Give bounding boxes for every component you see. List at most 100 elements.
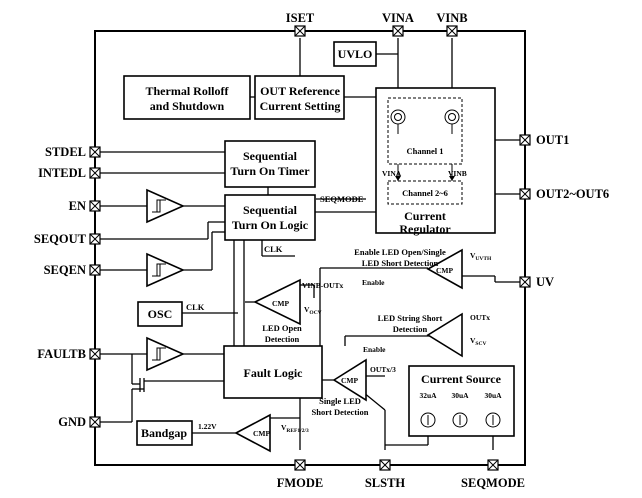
timer-block — [224, 140, 316, 188]
open-comparator — [253, 278, 301, 326]
timer-label-2: Turn On Timer — [230, 164, 310, 178]
pin-faultb: FAULTB — [37, 347, 86, 361]
regulator-label-2: Regulator — [399, 222, 451, 236]
pin-marker-icon — [392, 25, 404, 37]
pin-vinb: VINB — [436, 11, 467, 25]
vref-label: VREF1/2/3 — [281, 423, 309, 434]
wiring — [100, 38, 520, 450]
current-1: 32uA — [419, 391, 437, 400]
pin-marker-icon — [89, 264, 101, 276]
pin-out1: OUT1 — [536, 133, 569, 147]
string-short-comparator — [426, 312, 463, 358]
fmode-cmp-label: CMP — [253, 429, 270, 438]
clk-signal-osc: CLK — [186, 302, 205, 312]
pin-uv: UV — [536, 275, 554, 289]
channel1-region — [387, 97, 463, 165]
single-short-label-2: Short Detection — [312, 407, 369, 417]
pin-out2-6: OUT2~OUT6 — [536, 187, 609, 201]
pin-seqout: SEQOUT — [34, 232, 87, 246]
fmode-comparator — [234, 413, 271, 453]
osc-block — [137, 301, 183, 327]
pin-marker-icon — [519, 276, 531, 288]
enable-open-label-1: Enable LED Open/Single — [354, 247, 446, 257]
pin-markers — [89, 25, 531, 471]
pin-gnd: GND — [58, 415, 86, 429]
outx-label: OUTx — [470, 313, 490, 322]
comparators — [234, 248, 463, 453]
thermal-label-1: Thermal Rolloff — [146, 84, 230, 98]
current-source-icon — [485, 412, 501, 428]
current-3: 30uA — [484, 391, 502, 400]
pin-marker-icon — [89, 416, 101, 428]
pin-marker-icon — [89, 233, 101, 245]
fault-logic-label: Fault Logic — [244, 366, 304, 380]
open-cmp-label: CMP — [272, 299, 289, 308]
pin-marker-icon — [379, 459, 391, 471]
blocks — [123, 41, 515, 446]
single-short-label-1: Single LED — [319, 396, 361, 406]
seqmode-signal: SEQMODE — [320, 194, 364, 204]
uv-comparator — [426, 248, 463, 290]
outref-label-2: Current Setting — [260, 99, 341, 113]
vinb-outx-label: VINB-OUTx — [302, 281, 344, 290]
vocv-label: VOCV — [304, 305, 322, 316]
current-source-label: Current Source — [421, 372, 502, 386]
regulator-vinb: VINB — [448, 169, 467, 178]
faultb-schmitt-buffer-icon — [146, 336, 185, 372]
thermal-block — [123, 75, 251, 120]
uvlo-label: UVLO — [338, 47, 373, 61]
pin-iset: ISET — [286, 11, 315, 25]
bandgap-block — [136, 420, 193, 446]
single-short-comparator — [332, 358, 367, 402]
pin-marker-icon — [89, 167, 101, 179]
regulator-block — [375, 87, 496, 234]
pin-marker-icon — [487, 459, 499, 471]
pin-seqen: SEQEN — [44, 263, 86, 277]
arrow-down-icon — [395, 176, 401, 181]
logic-label-1: Sequential — [243, 203, 298, 217]
pin-intedl: INTEDL — [38, 166, 86, 180]
arrow-down-icon — [449, 176, 455, 181]
current-source-icon — [452, 412, 468, 428]
regulator-vina: VINA — [382, 169, 402, 178]
bandgap-label: Bandgap — [141, 426, 187, 440]
pin-slsth: SLSTH — [365, 476, 406, 490]
block-labels: UVLO Thermal Rolloff and Shutdown OUT Re… — [141, 47, 502, 440]
current-source-block — [408, 365, 515, 437]
timer-label-1: Sequential — [243, 149, 298, 163]
osc-label: OSC — [148, 307, 173, 321]
pin-seqmode: SEQMODE — [461, 476, 525, 490]
current-source-icon — [420, 412, 436, 428]
pin-marker-icon — [89, 146, 101, 158]
pin-marker-icon — [89, 348, 101, 360]
pin-marker-icon — [519, 188, 531, 200]
thermal-label-2: and Shutdown — [150, 99, 225, 113]
pin-labels: ISET VINA VINB STDEL INTEDL EN SEQOUT SE… — [34, 11, 609, 490]
led-open-label-1: LED Open — [262, 323, 302, 333]
en-schmitt-buffer-icon — [146, 188, 185, 224]
current-2: 30uA — [451, 391, 469, 400]
led-open-label-2: Detection — [265, 334, 300, 344]
outref-block — [254, 75, 345, 120]
signal-labels: SEQMODE CLK CLK VINA VINB Enable LED Ope… — [186, 169, 502, 438]
short-cmp-label: CMP — [341, 376, 358, 385]
channel2-6-region — [387, 180, 463, 205]
logic-block — [224, 194, 316, 241]
bandgap-voltage: 1.22V — [198, 422, 217, 431]
logic-label-2: Turn On Logic — [232, 218, 309, 232]
outref-label-1: OUT Reference — [260, 84, 341, 98]
string-short-label-2: Detection — [393, 324, 428, 334]
pin-marker-icon — [294, 459, 306, 471]
enable-open-label-2: LED Short Detection — [362, 258, 439, 268]
enable-label-1: Enable — [362, 278, 385, 287]
uvlo-block — [333, 41, 377, 67]
enable-label-2: Enable — [363, 345, 386, 354]
seqen-schmitt-buffer-icon — [146, 252, 185, 288]
vscv-label: VSCV — [470, 336, 486, 347]
current-sources — [420, 412, 501, 428]
buffers — [146, 188, 185, 372]
fault-logic-block — [223, 345, 323, 399]
pin-marker-icon — [294, 25, 306, 37]
